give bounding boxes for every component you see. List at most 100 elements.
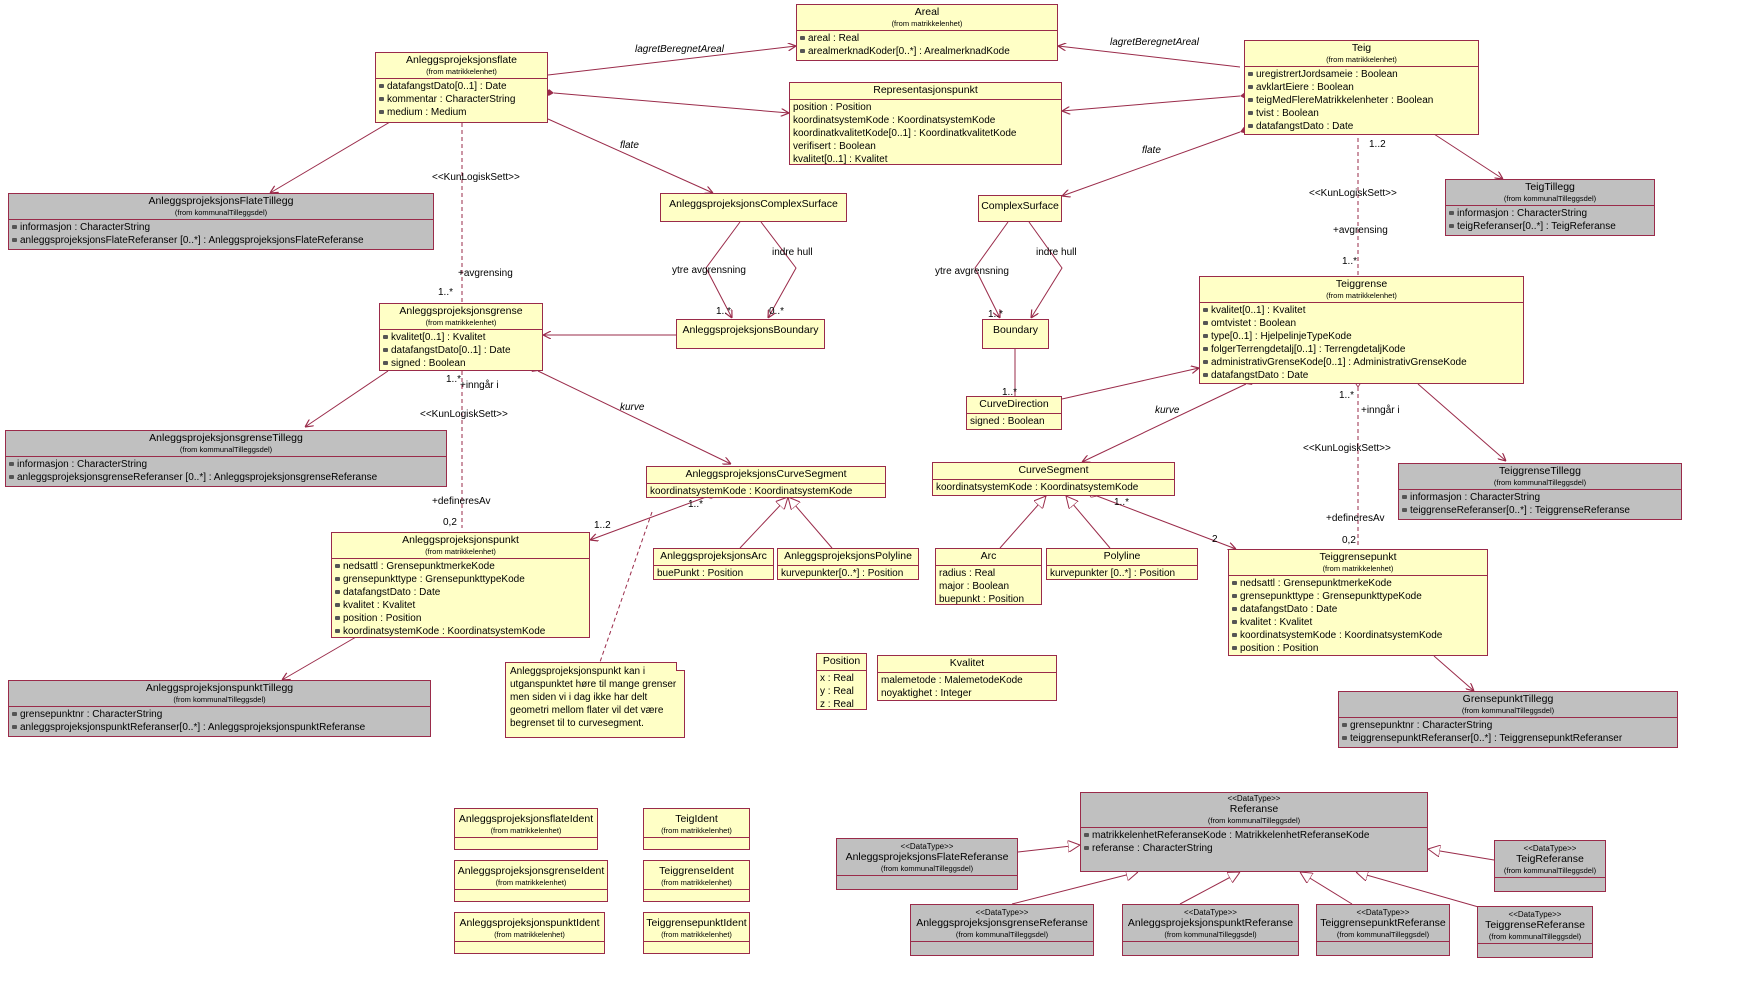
attribute: kurvepunkter[0..*] : Position bbox=[781, 568, 904, 579]
class-anleggsprojeksjonsflate[interactable]: Anleggsprojeksjonsflate(from matrikkelen… bbox=[375, 52, 548, 123]
multiplicity: 1..2 bbox=[594, 520, 611, 531]
attribute: nedsattl : GrensepunktmerkeKode bbox=[1231, 577, 1485, 590]
class-name: Anleggsprojeksjonsgrense bbox=[399, 305, 523, 317]
attribute: informasjon : CharacterString bbox=[8, 458, 444, 471]
multiplicity: 1..* bbox=[446, 374, 462, 385]
class-curvedirection[interactable]: CurveDirection signed : Boolean bbox=[966, 396, 1062, 430]
attribute: buePunkt : Position bbox=[657, 568, 744, 579]
multiplicity: 0,2 bbox=[1342, 535, 1356, 546]
edge-tgpunkt-gptillegg bbox=[1434, 656, 1474, 691]
stereotype: <<DataType>> bbox=[1523, 844, 1577, 853]
class-teig[interactable]: Teig(from matrikkelenhet) uregistrertJor… bbox=[1244, 40, 1479, 135]
attribute: omtvistet : Boolean bbox=[1202, 317, 1521, 330]
class-anleggsprojeksjonscurvesegment[interactable]: AnleggsprojeksjonsCurveSegment koordinat… bbox=[646, 466, 886, 498]
attribute: tvist : Boolean bbox=[1247, 107, 1476, 120]
class-anleggsprojeksjonsgrensereferanse[interactable]: <<DataType>>AnleggsprojeksjonsgrenseRefe… bbox=[910, 904, 1094, 956]
class-name: AnleggsprojeksjonsflateIdent bbox=[458, 813, 594, 825]
multiplicity: 1..* bbox=[688, 499, 704, 510]
class-teiggrense[interactable]: Teiggrense(from matrikkelenhet) kvalitet… bbox=[1199, 276, 1524, 384]
class-boundary[interactable]: Boundary bbox=[982, 319, 1049, 349]
role-label: ytre avgrensning bbox=[935, 266, 1009, 277]
attribute: signed : Boolean bbox=[970, 416, 1045, 427]
class-anleggsprojeksjonscomplexsurface[interactable]: AnleggsprojeksjonsComplexSurface bbox=[660, 193, 847, 222]
attribute: kurvepunkter [0..*] : Position bbox=[1050, 568, 1176, 579]
class-curvesegment[interactable]: CurveSegment koordinatsystemKode : Koord… bbox=[932, 462, 1175, 496]
class-teigtillegg[interactable]: TeigTillegg(from kommunalTilleggsdel) in… bbox=[1445, 179, 1655, 236]
class-teiggrensepunkt[interactable]: Teiggrensepunkt(from matrikkelenhet) ned… bbox=[1228, 549, 1488, 656]
class-name: Boundary bbox=[993, 324, 1038, 336]
class-name: TeiggrenseTillegg bbox=[1499, 465, 1581, 477]
class-name: Teig bbox=[1351, 42, 1372, 54]
class-teiggrenseident[interactable]: TeiggrenseIdent(from matrikkelenhet) bbox=[643, 860, 750, 902]
class-origin: (from kommunalTilleggsdel) bbox=[1503, 194, 1597, 203]
class-anleggsprojeksjonspunkt[interactable]: Anleggsprojeksjonspunkt(from matrikkelen… bbox=[331, 532, 590, 638]
class-name: AnleggsprojeksjonsgrenseTillegg bbox=[149, 432, 303, 444]
class-anleggsprojeksjonsflatereferanse[interactable]: <<DataType>>AnleggsprojeksjonsFlateRefer… bbox=[836, 838, 1018, 890]
multiplicity: 1..2 bbox=[1369, 139, 1386, 150]
class-anleggsprojeksjonspunktreferanse[interactable]: <<DataType>>AnleggsprojeksjonspunktRefer… bbox=[1122, 904, 1299, 956]
stereotype-label: <<KunLogiskSett>> bbox=[1309, 188, 1397, 199]
multiplicity: 1..* bbox=[1339, 390, 1355, 401]
class-complexsurface[interactable]: ComplexSurface bbox=[978, 195, 1062, 222]
class-anleggsprojeksjonspunktident[interactable]: AnleggsprojeksjonspunktIdent(from matrik… bbox=[454, 912, 605, 954]
class-name: AnleggsprojeksjonspunktReferanse bbox=[1127, 917, 1294, 929]
class-name: CurveSegment bbox=[1018, 464, 1089, 476]
class-teiggrensepunktreferanse[interactable]: <<DataType>>TeiggrensepunktReferanse(fro… bbox=[1316, 904, 1450, 956]
note-anleggsprojeksjonspunkt: Anleggsprojeksjonspunkt kan i utganspunk… bbox=[505, 662, 685, 738]
class-teiggrensetillegg[interactable]: TeiggrenseTillegg(from kommunalTilleggsd… bbox=[1398, 463, 1682, 520]
class-referanse[interactable]: <<DataType>>Referanse(from kommunalTille… bbox=[1080, 792, 1428, 872]
class-name: Anleggsprojeksjonspunkt bbox=[402, 534, 519, 546]
role-label: flate bbox=[620, 140, 639, 151]
attribute: position : Position bbox=[793, 102, 872, 113]
class-anleggsprojeksjonsgrense[interactable]: Anleggsprojeksjonsgrense(from matrikkele… bbox=[379, 303, 543, 371]
attribute: malemetode : MalemetodeKode bbox=[881, 675, 1023, 686]
class-anleggsprojeksjonsflateident[interactable]: AnleggsprojeksjonsflateIdent(from matrik… bbox=[454, 808, 598, 850]
role-label: flate bbox=[1142, 145, 1161, 156]
multiplicity: 1..* bbox=[716, 306, 732, 317]
class-name: TeiggrensepunktIdent bbox=[646, 917, 747, 929]
class-representasjonspunkt[interactable]: Representasjonspunkt position : Position… bbox=[789, 82, 1062, 165]
class-anleggsprojeksjonsarc[interactable]: AnleggsprojeksjonsArc buePunkt : Positio… bbox=[653, 548, 774, 580]
edge-aflate-areal bbox=[547, 46, 796, 76]
class-name: AnleggsprojeksjonspunktTillegg bbox=[145, 682, 294, 694]
class-anleggsprojeksjonspolyline[interactable]: AnleggsprojeksjonsPolyline kurvepunkter[… bbox=[777, 548, 919, 580]
class-anleggsprojeksjonsgrenseident[interactable]: AnleggsprojeksjonsgrenseIdent(from matri… bbox=[454, 860, 608, 902]
class-grensepunkttillegg[interactable]: GrensepunktTillegg(from kommunalTilleggs… bbox=[1338, 691, 1678, 748]
class-anleggsprojeksjonspunkttillegg[interactable]: AnleggsprojeksjonspunktTillegg(from komm… bbox=[8, 680, 431, 737]
edge-aflate-rep bbox=[554, 93, 789, 113]
class-origin: (from matrikkelenhet) bbox=[661, 826, 732, 835]
class-anleggsprojeksjonsgrensetillegg[interactable]: AnleggsprojeksjonsgrenseTillegg(from kom… bbox=[5, 430, 447, 487]
edge-note bbox=[599, 511, 653, 663]
class-teiggrensereferanse[interactable]: <<DataType>>TeiggrenseReferanse(from kom… bbox=[1477, 906, 1593, 958]
attribute: areal : Real bbox=[799, 32, 1055, 45]
attribute: datafangstDato : Date bbox=[1202, 369, 1521, 382]
attribute: radius : Real bbox=[939, 568, 996, 579]
attribute: kvalitet : Kvalitet bbox=[334, 599, 587, 612]
edge-tgrense-tgtillegg bbox=[1418, 384, 1506, 461]
class-teigident[interactable]: TeigIdent(from matrikkelenhet) bbox=[643, 808, 750, 850]
class-teigreferanse[interactable]: <<DataType>>TeigReferanse(from kommunalT… bbox=[1494, 840, 1606, 892]
attribute: datafangstDato[0..1] : Date bbox=[378, 80, 545, 93]
edge-agrense-agtillegg bbox=[305, 371, 388, 427]
attribute: type[0..1] : HjelpelinjeTypeKode bbox=[1202, 330, 1521, 343]
class-teiggrensepunktident[interactable]: TeiggrensepunktIdent(from matrikkelenhet… bbox=[643, 912, 750, 954]
multiplicity: 0..* bbox=[769, 306, 785, 317]
attribute: signed : Boolean bbox=[382, 357, 540, 370]
class-polyline[interactable]: Polyline kurvepunkter [0..*] : Position bbox=[1046, 548, 1198, 580]
class-anleggsprojeksjonsflatetillegg[interactable]: AnleggsprojeksjonsFlateTillegg(from komm… bbox=[8, 193, 434, 250]
edge-aarc-acseg bbox=[739, 497, 788, 549]
attribute: koordinatsystemKode : KoordinatsystemKod… bbox=[1231, 629, 1485, 642]
attribute: koordinatsystemKode : KoordinatsystemKod… bbox=[334, 625, 587, 638]
class-origin: (from matrikkelenhet) bbox=[494, 930, 565, 939]
class-origin: (from kommunalTilleggsdel) bbox=[1503, 866, 1597, 875]
attribute: datafangstDato[0..1] : Date bbox=[382, 344, 540, 357]
class-anleggsprojeksjonsboundary[interactable]: AnleggsprojeksjonsBoundary bbox=[676, 319, 825, 349]
class-name: Position bbox=[822, 655, 861, 667]
edge-cs-bd-indre bbox=[1029, 222, 1063, 318]
class-origin: (from matrikkelenhet) bbox=[661, 878, 732, 887]
multiplicity: 1..* bbox=[1114, 497, 1130, 508]
